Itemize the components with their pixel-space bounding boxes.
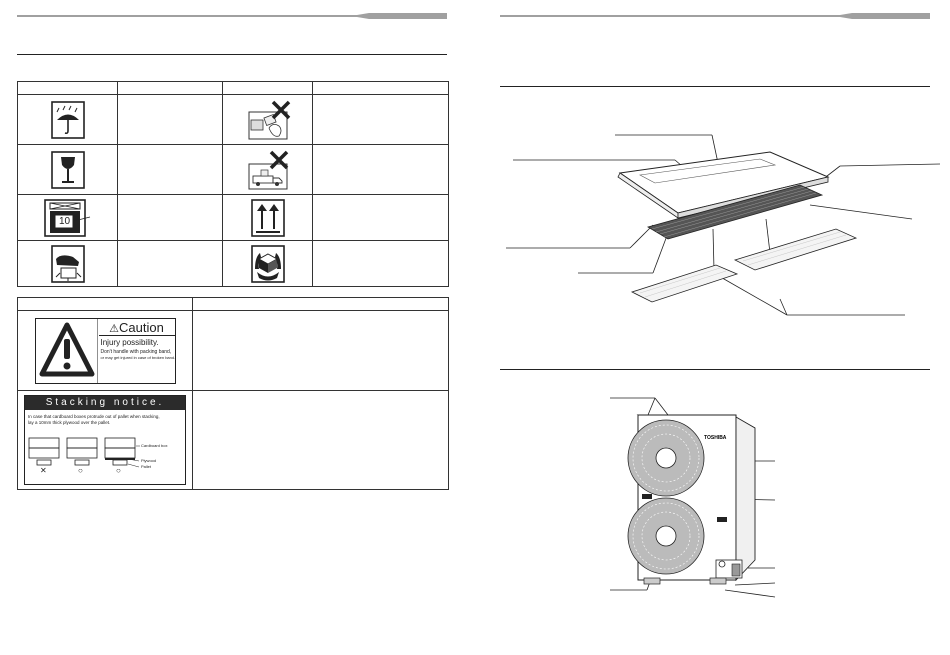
right-section-rule-1 (500, 86, 930, 87)
stack-limit-number: 10 (58, 215, 71, 227)
left-header-bar (17, 13, 447, 19)
stacking-notice-title: Stacking notice. (25, 396, 185, 410)
table-row: ⚠Caution Injury possibility. Don't handl… (17, 310, 449, 391)
no-stepping-icon (50, 244, 85, 283)
stacking-limit-icon: 10 (43, 198, 92, 237)
table-row (17, 144, 449, 195)
table-row: Stacking notice. In case that cardboard … (17, 390, 449, 490)
stacking-notice-label: Stacking notice. In case that cardboard … (24, 395, 186, 485)
table-header-row (17, 297, 449, 311)
table-row (17, 94, 449, 145)
table-row: 10 (17, 194, 449, 241)
caution-line3: or may get injured in case of broken ban… (100, 354, 176, 360)
stacking-body-line1: In case that cardboard boxes protrude ou… (28, 414, 160, 419)
no-throwing-icon (248, 100, 290, 139)
this-way-up-icon (250, 198, 285, 237)
caution-warning-icon: ⚠ (109, 322, 120, 335)
table-header-row (17, 81, 449, 95)
legend-pallet: Pallet (141, 464, 152, 469)
right-section-rule-2 (500, 369, 930, 370)
outdoor-brand: TOSHIBA (704, 435, 727, 441)
legend-plywood: Plywood (141, 458, 157, 463)
indoor-unit-diagram (506, 134, 940, 316)
handle-with-care-icon (250, 244, 285, 283)
stacking-mark-bad: ✕ (40, 466, 47, 475)
table-row (17, 240, 449, 287)
handling-marks-table: 10 (17, 81, 449, 287)
caution-label: ⚠Caution Injury possibility. Don't handl… (34, 317, 176, 384)
caution-labels-table: ⚠Caution Injury possibility. Don't handl… (17, 297, 449, 490)
stacking-mark-ok-1: ○ (78, 466, 83, 475)
keep-dry-umbrella-icon (50, 100, 85, 139)
warning-triangle-icon (39, 318, 98, 383)
stacking-mark-ok-2: ○ (116, 466, 121, 475)
caution-line2: Don't handle with packing band, (100, 348, 172, 355)
legend-cardboard: Cardboard box (141, 443, 168, 448)
right-header-bar (500, 13, 930, 19)
caution-title: Caution (119, 319, 164, 335)
no-truck-transport-icon (248, 150, 288, 189)
stacking-body-line2: lay a 10mm thick plywood over the pallet… (28, 420, 111, 425)
left-section-rule (17, 54, 447, 55)
fragile-glass-icon (50, 150, 85, 189)
caution-line1: Injury possibility. (100, 337, 159, 347)
stacking-diagram (28, 437, 140, 468)
outdoor-unit-diagram: TOSHIBA (610, 397, 776, 598)
